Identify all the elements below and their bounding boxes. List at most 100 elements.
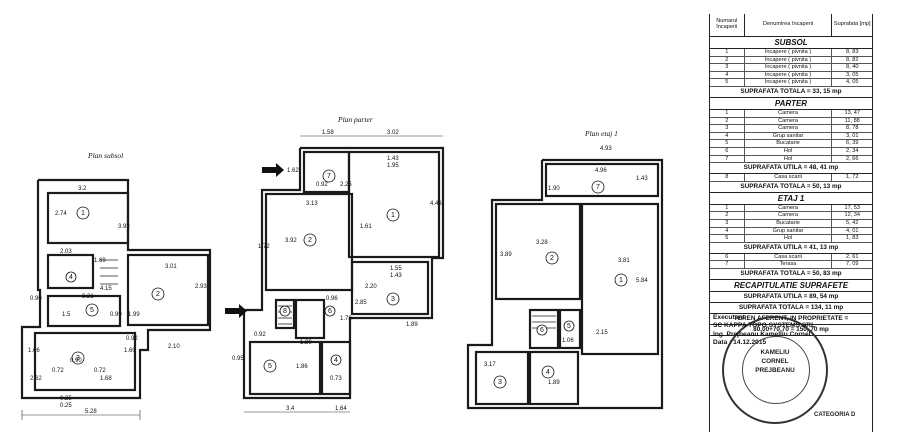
stamp-category: CATEGORIA D bbox=[814, 412, 856, 418]
subsol-dim-10: 1.5 bbox=[62, 312, 71, 318]
entrance-arrow-icon bbox=[262, 163, 284, 177]
subsol-dim-17: 1.60 bbox=[124, 348, 136, 354]
parter-dim-12: 1.72 bbox=[258, 244, 270, 250]
etaj-total: SUPRAFATA TOTALA = 50, 83 mp bbox=[710, 269, 872, 280]
etaj1-dim-12: 2.15 bbox=[596, 330, 608, 336]
recap-title: RECAPITULATIE SUPRAFETE bbox=[710, 280, 872, 292]
subsol-total: SUPRAFATA TOTALA = 33, 15 mp bbox=[710, 87, 872, 98]
etaj1-dim-2: 4.96 bbox=[595, 168, 607, 174]
parter-dim-5: 2.25 bbox=[340, 182, 352, 188]
subsol-room-1 bbox=[46, 191, 130, 245]
subsol-outer-wall bbox=[20, 178, 212, 400]
svg-text:5: 5 bbox=[90, 307, 94, 314]
subsol-room-2 bbox=[126, 253, 210, 327]
etaj1-dim-5: 3.28 bbox=[536, 240, 548, 246]
svg-text:6: 6 bbox=[540, 327, 544, 334]
parter-total: SUPRAFATA TOTALA = 50, 13 mp bbox=[710, 182, 872, 193]
subsol-dim-9: 3.21 bbox=[82, 294, 94, 300]
executant-date: Data : 14.12.2015 bbox=[713, 339, 767, 347]
parter-dim-3: 1.62 bbox=[287, 168, 299, 174]
parter-dim-21: 1.80 bbox=[300, 340, 312, 346]
plan-parter-title: Plan parter bbox=[337, 115, 373, 124]
subsol-dim-24: 5.28 bbox=[85, 409, 97, 415]
svg-text:1: 1 bbox=[619, 277, 623, 284]
parter-dim-1: 1.58 bbox=[322, 130, 334, 136]
stamp-text: KAMELIU CORNEL PREJBEANU bbox=[749, 348, 801, 375]
header-area: Suprafata [mp] bbox=[833, 21, 871, 28]
etaj1-dim-1: 4.93 bbox=[600, 146, 612, 152]
parter-dim-26: 1.64 bbox=[335, 406, 347, 412]
subsol-room-5 bbox=[46, 294, 122, 328]
svg-text:5: 5 bbox=[567, 323, 571, 330]
subsol-dim-6: 3.01 bbox=[165, 264, 177, 270]
svg-text:3: 3 bbox=[498, 379, 502, 386]
svg-text:2: 2 bbox=[308, 237, 312, 244]
etaj1-dim-8: 3.89 bbox=[500, 252, 512, 258]
subsol-dim-13: 0.90 bbox=[30, 296, 42, 302]
executant-label: Executant bbox=[713, 314, 745, 321]
subsol-dim-16: 2.10 bbox=[168, 344, 180, 350]
subsol-dim-23: 0.25 bbox=[60, 396, 72, 402]
etaj1-room-7 bbox=[544, 162, 660, 198]
etaj1-dim-7: 5.84 bbox=[636, 278, 648, 284]
etaj1-dim-3: 1.43 bbox=[636, 176, 648, 182]
etaj1-room-3 bbox=[474, 350, 530, 406]
parter-dim-10: 3.92 bbox=[285, 238, 297, 244]
section-etaj-title: ETAJ 1 bbox=[710, 193, 872, 205]
subsol-dim-21: 0.72 bbox=[52, 368, 64, 374]
etaj1-dim-9: 1.06 bbox=[562, 338, 574, 344]
parter-room-3 bbox=[350, 260, 430, 316]
recap-total: SUPRAFATA TOTALA = 134, 11 mp bbox=[710, 303, 872, 314]
etaj1-room-6 bbox=[528, 308, 560, 350]
header-room-number: Numarul încaperii bbox=[710, 14, 745, 36]
subsol-dim-25: 0.25 bbox=[60, 403, 72, 409]
svg-text:7: 7 bbox=[327, 173, 331, 180]
parter-dim-9: 1.61 bbox=[360, 224, 372, 230]
etaj1-room-1 bbox=[580, 202, 660, 356]
subsol-dim-14: 0.92 bbox=[126, 336, 138, 342]
recap-util: SUPRAFATA UTILA = 89, 54 mp bbox=[710, 292, 872, 303]
subsol-room-3-marker bbox=[71, 351, 85, 365]
svg-text:7: 7 bbox=[596, 184, 600, 191]
subsol-dim-8: 4.15 bbox=[100, 286, 112, 292]
plan-subsol: Plan subsol 1 2 3 4 5 3.2 2.74 3.93 1.69… bbox=[20, 151, 212, 420]
stamp-line-3: PREJBEANU bbox=[755, 367, 795, 374]
surveyor-stamp: KAMELIU CORNEL PREJBEANU bbox=[722, 316, 828, 424]
etaj1-dim-11: 1.89 bbox=[548, 380, 560, 386]
subsol-dim-18: 0.72 bbox=[94, 368, 106, 374]
svg-text:1: 1 bbox=[81, 210, 85, 217]
plan-etaj1-title: Plan etaj 1 bbox=[584, 129, 618, 138]
parter-room-8 bbox=[274, 298, 296, 330]
etaj-util: SUPRAFATA UTILA = 41, 13 mp bbox=[710, 243, 872, 254]
parter-dim-6: 1.43 bbox=[387, 156, 399, 162]
subsol-dim-12: 1.99 bbox=[128, 312, 140, 318]
subsol-dim-15: 1.66 bbox=[28, 348, 40, 354]
parter-dim-17: 1.89 bbox=[406, 322, 418, 328]
svg-text:4: 4 bbox=[546, 369, 550, 376]
parter-room-4 bbox=[320, 340, 352, 396]
subsol-room-3 bbox=[33, 331, 137, 392]
parter-dim-8: 3.13 bbox=[306, 201, 318, 207]
svg-text:3: 3 bbox=[391, 296, 395, 303]
subsol-dim-20: 0.90 bbox=[70, 358, 82, 364]
parter-room-2 bbox=[264, 192, 354, 292]
parter-dim-22: 0.95 bbox=[232, 356, 244, 362]
executant-engineer: Ing. Prejbeanu Kamelliu Cornel bbox=[713, 330, 811, 338]
plan-etaj1: Plan etaj 1 1 2 3 4 5 6 7 4.93 4.96 1.43… bbox=[466, 129, 664, 410]
parter-util: SUPRAFATA UTILA = 48, 41 mp bbox=[710, 163, 872, 175]
subsol-dim-4: 1.69 bbox=[94, 258, 106, 264]
